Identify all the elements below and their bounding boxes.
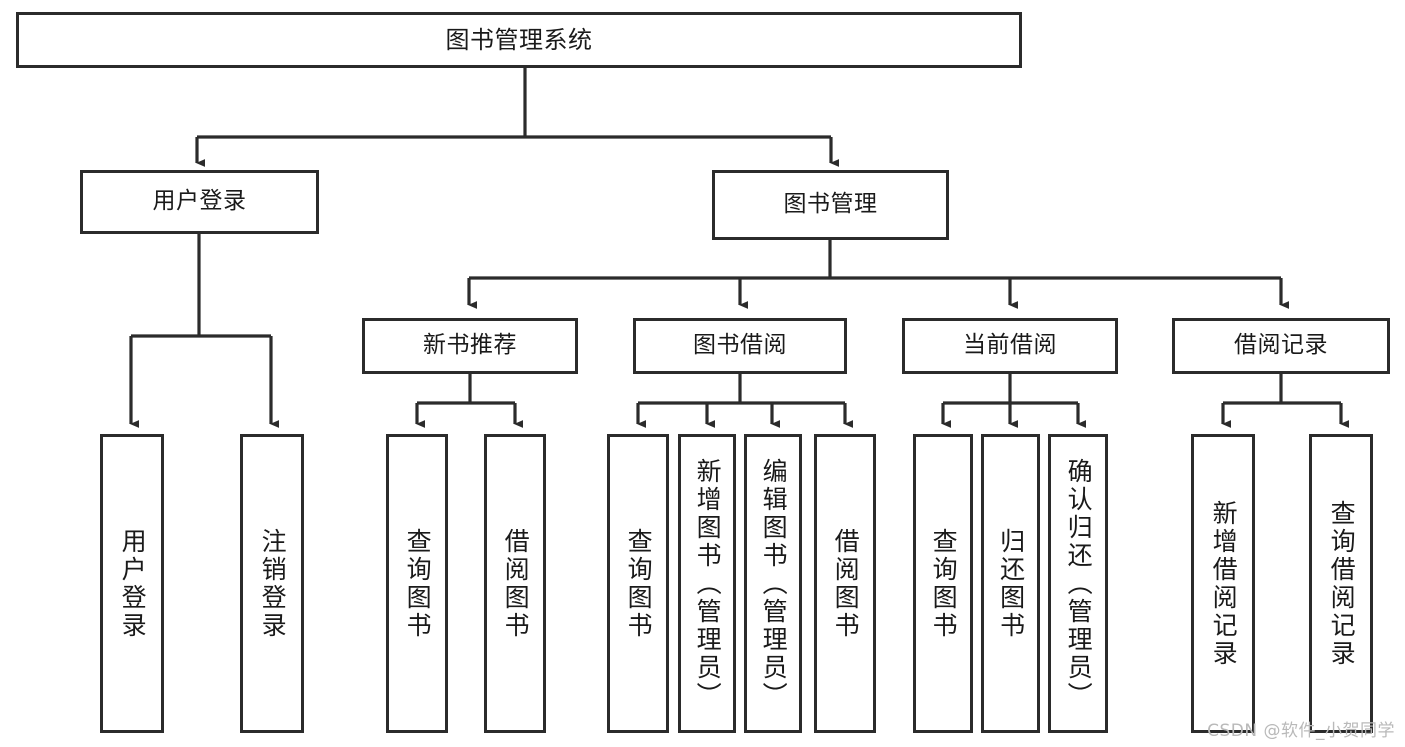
node-label: 查询图书 — [624, 527, 654, 640]
node-leaf-query-record[interactable]: 查询借阅记录 — [1309, 434, 1373, 733]
node-leaf-query-book-2[interactable]: 查询图书 — [607, 434, 669, 733]
node-label: 查询图书 — [929, 527, 959, 640]
node-leaf-user-login[interactable]: 用户登录 — [100, 434, 164, 733]
node-leaf-borrow-book-2[interactable]: 借阅图书 — [814, 434, 876, 733]
node-label: 借阅图书 — [501, 527, 531, 640]
node-leaf-query-book-3[interactable]: 查询图书 — [913, 434, 973, 733]
node-label: 图书借阅 — [693, 332, 787, 359]
node-book-management[interactable]: 图书管理 — [712, 170, 949, 240]
node-leaf-add-record[interactable]: 新增借阅记录 — [1191, 434, 1255, 733]
node-label: 编辑图书（管理员） — [759, 457, 789, 710]
node-leaf-query-book-1[interactable]: 查询图书 — [386, 434, 448, 733]
node-label: 借阅记录 — [1234, 332, 1328, 359]
node-borrow-record[interactable]: 借阅记录 — [1172, 318, 1390, 374]
node-leaf-logout[interactable]: 注销登录 — [240, 434, 304, 733]
node-label: 确认归还（管理员） — [1064, 457, 1094, 710]
node-label: 新书推荐 — [423, 332, 517, 359]
node-label: 图书管理系统 — [445, 25, 593, 54]
node-label: 图书管理 — [783, 191, 878, 218]
node-label: 借阅图书 — [831, 527, 861, 640]
node-leaf-return-book[interactable]: 归还图书 — [981, 434, 1040, 733]
node-label: 归还图书 — [996, 527, 1026, 640]
node-label: 查询借阅记录 — [1327, 499, 1357, 668]
node-book-borrow[interactable]: 图书借阅 — [633, 318, 847, 374]
node-label: 新增图书（管理员） — [693, 457, 723, 710]
node-label: 查询图书 — [403, 527, 433, 640]
node-label: 当前借阅 — [963, 332, 1057, 359]
node-label: 新增借阅记录 — [1209, 499, 1239, 668]
node-leaf-edit-book[interactable]: 编辑图书（管理员） — [744, 434, 802, 733]
node-label: 注销登录 — [258, 527, 288, 640]
node-label: 用户登录 — [118, 527, 148, 640]
node-new-book-recommend[interactable]: 新书推荐 — [362, 318, 578, 374]
node-root-system[interactable]: 图书管理系统 — [16, 12, 1022, 68]
node-leaf-borrow-book-1[interactable]: 借阅图书 — [484, 434, 546, 733]
node-leaf-add-book[interactable]: 新增图书（管理员） — [678, 434, 736, 733]
node-label: 用户登录 — [152, 188, 247, 215]
node-leaf-confirm-return[interactable]: 确认归还（管理员） — [1048, 434, 1108, 733]
node-current-borrow[interactable]: 当前借阅 — [902, 318, 1118, 374]
node-user-login[interactable]: 用户登录 — [80, 170, 319, 234]
